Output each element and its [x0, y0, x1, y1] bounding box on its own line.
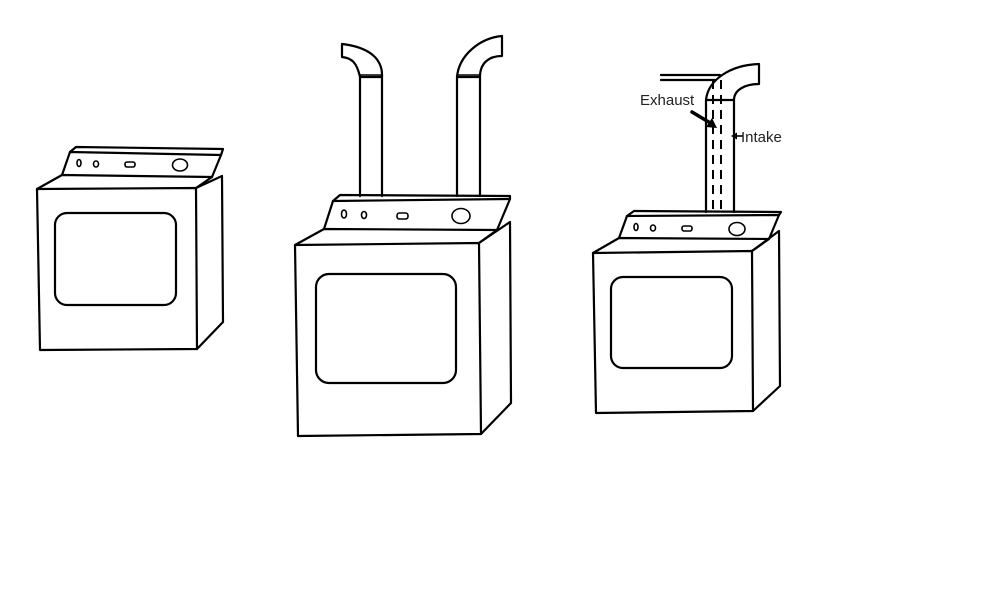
control-panel: [322, 197, 512, 232]
control-knob-small: [76, 158, 82, 168]
control-panel-top: [331, 193, 512, 203]
control-button: [681, 225, 693, 232]
control-button: [396, 212, 409, 220]
vent-pipe-left: [340, 42, 384, 198]
dryer-top: [591, 236, 771, 255]
dryer-concentric-vent: Exhaust Intake: [591, 62, 783, 415]
control-dial: [728, 221, 746, 237]
dryer-body-side: [750, 229, 782, 413]
control-dial: [171, 158, 189, 172]
control-panel-top: [625, 209, 783, 218]
exhaust-label: Exhaust: [640, 92, 695, 109]
intake-label: Intake: [741, 129, 782, 146]
dryer-body-front: [591, 249, 755, 415]
control-dial: [451, 207, 471, 225]
dryer-top: [35, 173, 214, 191]
control-knob-small: [649, 224, 657, 232]
dryer-door: [609, 275, 734, 370]
control-panel-top: [68, 145, 225, 157]
exhaust-arrow: [690, 110, 717, 128]
control-panel: [60, 150, 223, 179]
control-knob-small: [360, 210, 368, 220]
control-button: [124, 161, 136, 168]
dryer-body-side: [194, 174, 225, 351]
dryer-door: [53, 211, 178, 307]
concentric-vent-pipe: [704, 62, 761, 214]
control-panel: [617, 213, 781, 241]
control-knob-small: [340, 209, 348, 219]
vent-pipe-right: [455, 34, 504, 198]
control-knob-small: [633, 222, 639, 232]
dryer-no-vent: [35, 145, 225, 352]
dryer-body-front: [293, 241, 483, 438]
control-knob-small: [92, 160, 100, 168]
dryer-body-side: [477, 220, 513, 436]
dryer-door: [314, 272, 458, 385]
intake-arrow: [731, 132, 743, 140]
dryer-top: [293, 227, 499, 247]
dryer-two-pipe-vent: [293, 34, 513, 438]
